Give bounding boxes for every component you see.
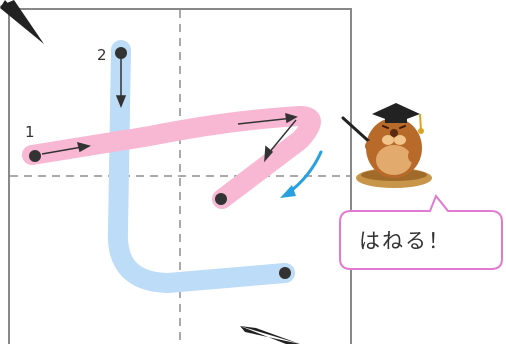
stroke-number-1: 1 (25, 123, 35, 141)
speech-bubble-text: はねる！ (359, 229, 451, 253)
stroke-direction-arrows (41, 55, 298, 163)
arrow-pointer-icon (240, 326, 300, 344)
stroke-1-end-dot (215, 193, 227, 205)
stroke-1-start-dot (29, 150, 41, 162)
arrow-pointer-icon (0, 0, 44, 44)
stroke-number-2: 2 (97, 46, 107, 64)
stroke-2-end-dot (279, 267, 291, 279)
speech-bubble: はねる！ (339, 194, 503, 270)
curved-down-left-arrow-icon (280, 150, 323, 198)
mole-graduate-icon (341, 103, 432, 188)
stroke-2 (107, 40, 295, 293)
stroke-1 (22, 106, 321, 209)
stroke-2-start-dot (115, 47, 127, 59)
